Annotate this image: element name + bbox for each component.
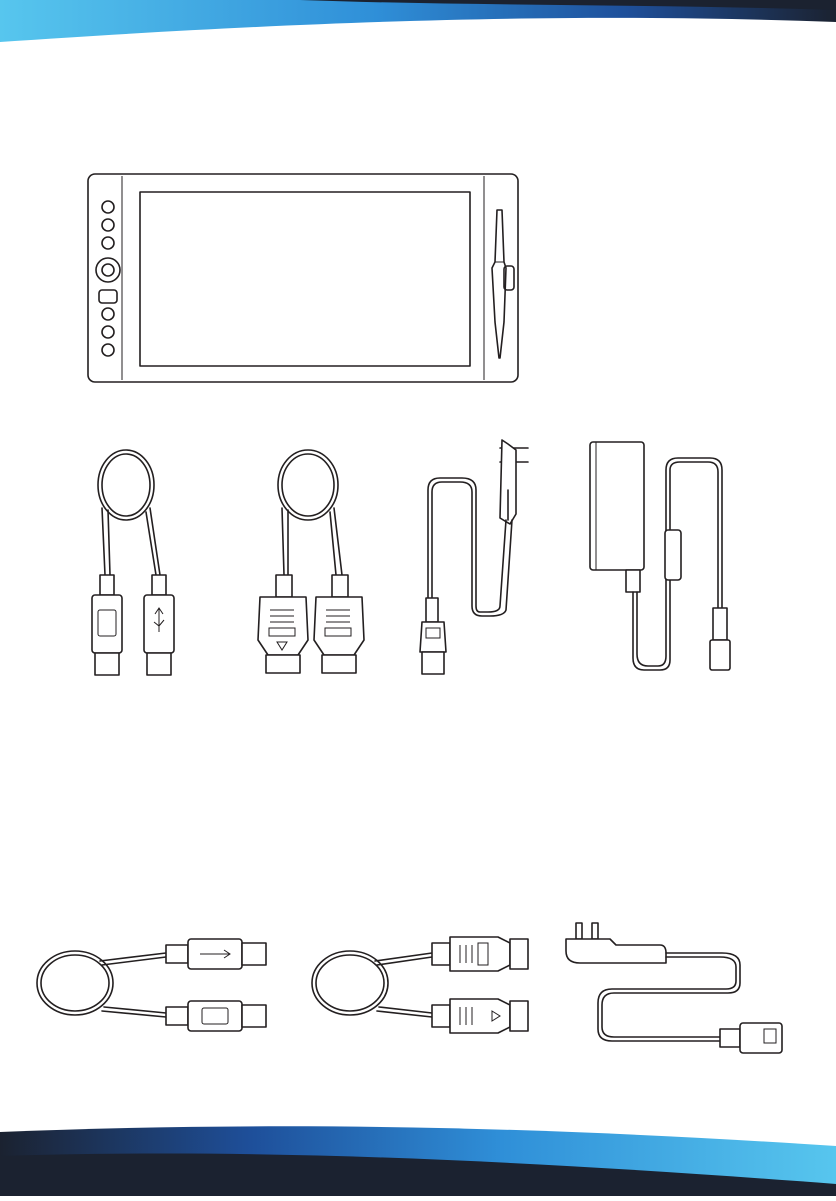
top-decorative-band	[0, 0, 836, 60]
power-cord-uk-icon	[566, 923, 782, 1053]
express-key-icon	[102, 344, 114, 356]
power-adapter-icon	[590, 442, 730, 670]
pen-display-tablet	[86, 172, 520, 384]
express-key-icon	[102, 201, 114, 213]
express-key-icon	[102, 219, 114, 231]
usb-cable-icon	[92, 450, 174, 675]
hdmi-cable-alt-icon	[312, 937, 528, 1033]
power-cord-icon	[420, 440, 528, 674]
usb-cable-alt-icon	[37, 939, 266, 1031]
express-key-icon	[102, 308, 114, 320]
bottom-decorative-band	[0, 1110, 836, 1196]
accessories-row-1	[70, 430, 770, 690]
pen-icon	[492, 210, 514, 358]
accessories-row-2	[20, 915, 820, 1055]
express-key-icon	[102, 237, 114, 249]
express-key-icon	[102, 326, 114, 338]
hdmi-cable-icon	[258, 450, 364, 673]
dial-icon	[96, 258, 120, 282]
